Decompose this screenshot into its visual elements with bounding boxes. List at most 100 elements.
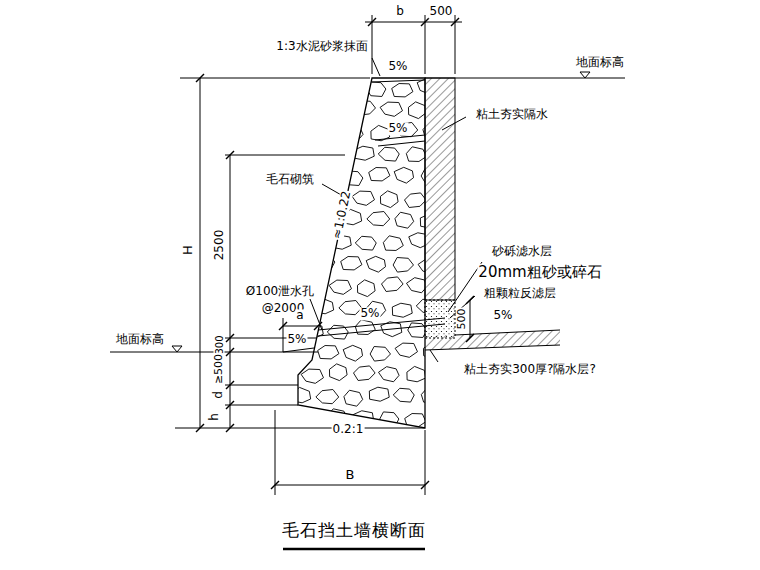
drawing-label: Ø100泄水孔 [245,285,315,298]
rubble-stone [405,193,427,208]
rubble-stone [436,234,455,249]
rubble-stone [370,347,390,362]
rubble-stone [341,257,362,270]
rubble-stone [380,102,402,116]
rubble-stone [407,366,426,381]
rubble-stone [379,367,400,382]
rubble-stone [430,189,451,204]
rubble-stone [290,214,312,229]
rubble-stone [293,123,311,140]
rubble-stone [417,78,436,94]
rubble-stone [380,412,399,427]
rubble-stone [299,409,320,423]
rubble-stone [382,277,404,292]
rubble-stone [431,369,454,383]
rubble-stone [316,390,339,404]
drawing-label: 砂砾滤水层 [491,245,553,258]
drawing-label: h [208,412,221,422]
rubble-stone [318,346,339,359]
rubble-stone [423,343,441,360]
rubble-stone [344,171,363,186]
drawing-label: 2500 [213,229,226,262]
rubble-stone [300,188,319,204]
rubble-stone [407,278,428,293]
rubble-stone [435,277,454,292]
rubble-stone [329,144,348,160]
rubble-stone [344,390,363,406]
rubble-stone [286,79,307,93]
rubble-stone [408,102,426,119]
drawing-label: b [395,5,405,18]
rubble-stone [328,104,347,120]
rubble-stone [423,123,442,139]
rubble-stone [339,301,362,315]
drawing-label: 地面标高 [115,333,165,346]
rubble-stone [430,408,449,424]
drawing-label: 毛石砌筑 [265,173,315,186]
drawing-label: 5% [492,309,513,322]
drawing-label: 粘土夯实隔水 [475,108,549,121]
rubble-stone [306,233,325,249]
rubble-stone [395,343,417,357]
rubble-stone [433,104,455,119]
rubble-stone [329,364,347,381]
rubble-stone [393,388,414,402]
rubble-stone [354,366,376,381]
rubble-stone [421,169,441,184]
rubble-stone [408,323,427,338]
rubble-stone [420,214,440,228]
rubble-stone [392,303,412,317]
rubble-stone [329,280,351,294]
rubble-stone [292,387,311,402]
rubble-stone [340,81,361,96]
rubble-stone [303,105,324,118]
drawing-label: 5% [359,307,380,320]
drawing-label: 20mm粗砂或碎石 [477,264,602,281]
drawing-label: d [212,390,225,400]
drawing-label: 5% [387,60,408,73]
drawing-label: 500 [456,308,468,331]
drawing-label: H [181,244,195,256]
rubble-stone [301,149,324,163]
drawing-label: 0.2:1 [332,423,365,436]
rubble-stone [392,84,413,97]
rubble-stone [378,147,399,161]
rubble-stone [416,299,437,313]
rubble-stone [380,191,398,208]
rubble-stone [366,256,385,272]
rubble-stone [421,388,441,403]
rubble-stone [352,191,374,205]
drawing-label: 粘土夯实300厚?隔水层? [463,363,597,376]
rubble-stone [357,280,375,297]
rubble-stone [369,168,390,181]
rubble-stone [394,167,413,183]
drawing-label: 5% [286,333,307,346]
rubble-stone [367,212,390,226]
drawing-label: 500 [429,5,454,18]
rubble-stone [418,259,440,273]
drawing-label: B [345,468,356,482]
rubble-stone [289,259,310,274]
rubble-stone [395,212,414,228]
drawing-label: ≈1:0.22 [330,189,353,241]
rubble-stone [433,325,454,338]
rubble-stone [343,345,362,361]
rubble-stone [317,170,338,185]
drawing-label: 粗颗粒反滤层 [483,287,557,300]
rubble-stone [432,149,453,164]
rubble-stone [406,147,426,162]
drawing-label: 地面标高 [575,56,625,69]
drawing-label: a [295,309,304,322]
drawing-label: 5% [387,122,408,135]
drawing-title: 毛石挡土墙横断面 [282,519,426,542]
rubble-stone [318,125,340,140]
rubble-stone [355,236,376,250]
drawing-label: 1:3水泥砂浆抹面 [275,40,368,53]
rubble-stone [409,233,430,248]
rubble-stone [314,79,334,94]
drawing-label: ≥500 [213,353,225,385]
rubble-stone [393,258,413,273]
rubble-stone [301,369,323,383]
